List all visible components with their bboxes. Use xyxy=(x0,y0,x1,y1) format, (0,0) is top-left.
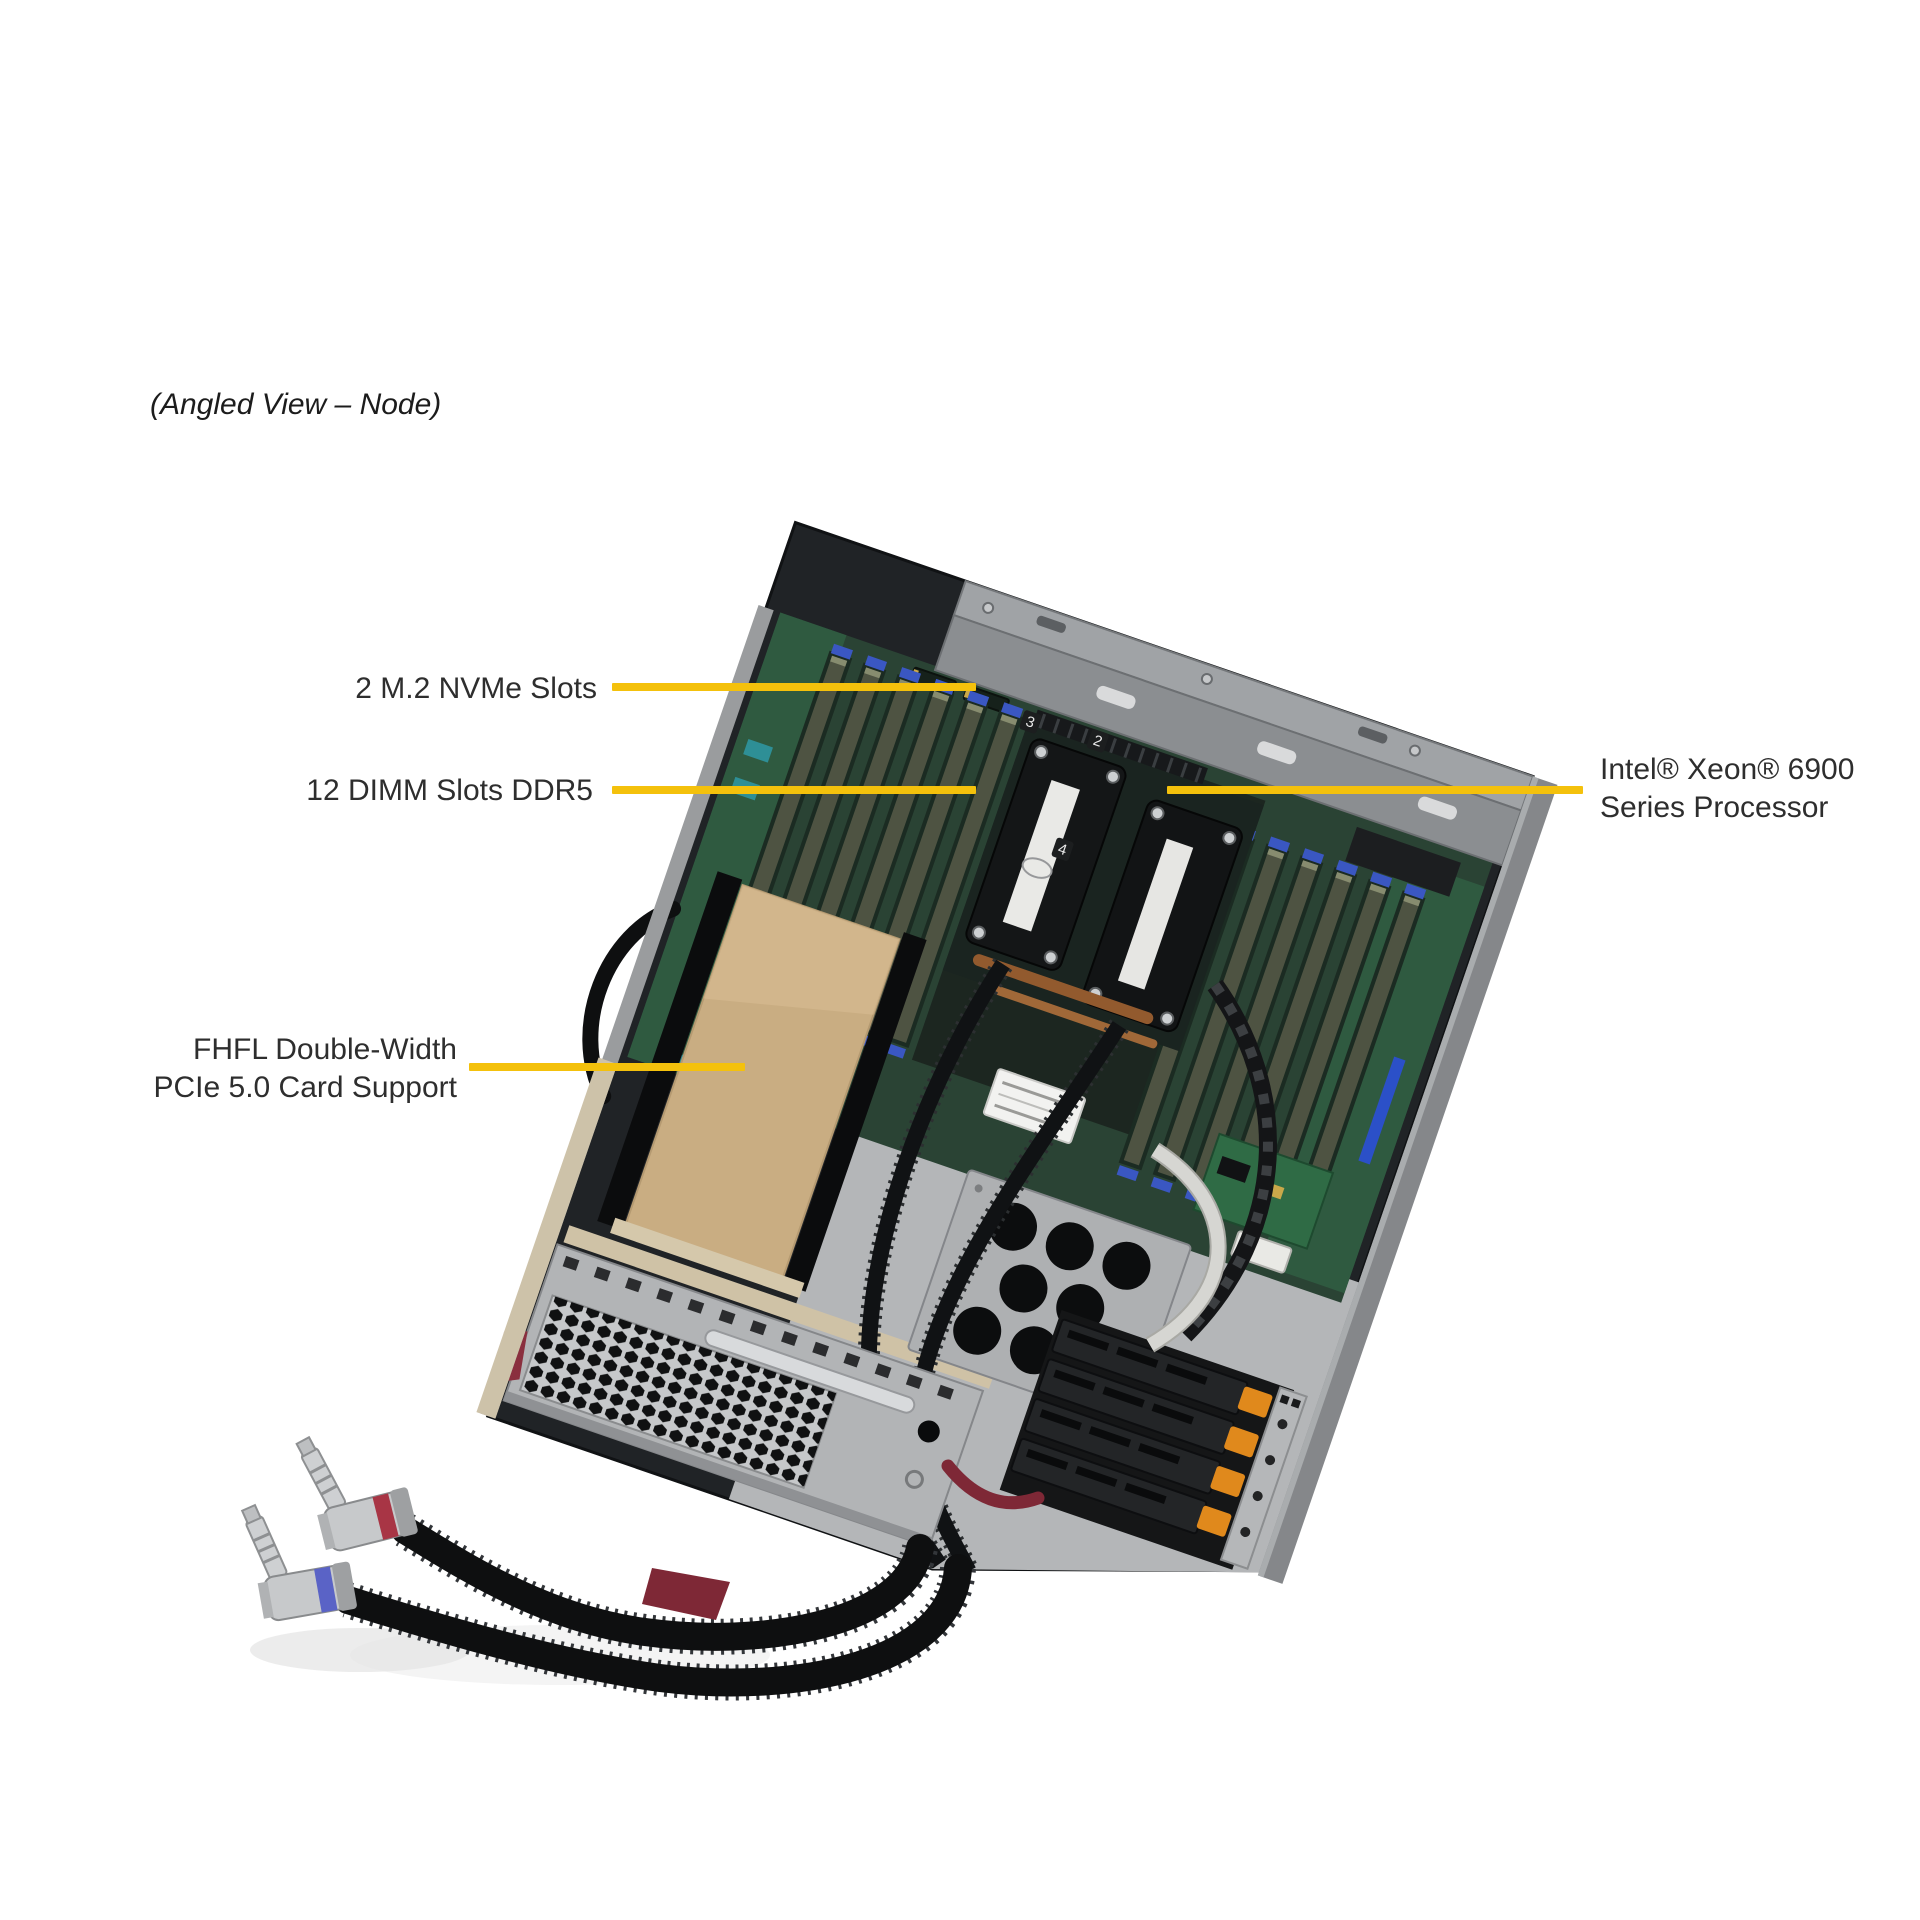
front-rail-tan xyxy=(563,1225,995,1389)
callout-line-dimm xyxy=(612,786,976,794)
server-node: 3 2 4 xyxy=(476,520,1558,1584)
callout-line-pcie xyxy=(469,1063,745,1071)
callout-label-pcie-line1: FHFL Double-Width xyxy=(193,1033,457,1066)
side-rail-right xyxy=(1257,776,1558,1584)
fitting-barb xyxy=(295,1435,347,1512)
fitting-barb xyxy=(240,1503,288,1581)
dimm-bank-right xyxy=(1116,824,1427,1240)
corner-bracket xyxy=(1219,1386,1308,1570)
coolant-fitting-blue xyxy=(240,1503,357,1622)
chassis-rear-wall xyxy=(933,579,1535,867)
intel-logo-badge xyxy=(1021,857,1053,879)
drive-latch xyxy=(1196,1505,1232,1537)
release-lever-front xyxy=(642,1568,730,1620)
callout-label-m2: 2 M.2 NVMe Slots xyxy=(355,672,597,705)
panel-handle xyxy=(704,1329,916,1414)
coolant-fitting-red xyxy=(295,1435,418,1552)
callout-line-m2 xyxy=(612,683,976,691)
panel-button xyxy=(917,1420,940,1443)
wall-cutout xyxy=(1257,741,1297,765)
drive-tray xyxy=(1051,1318,1273,1418)
wall-cutout xyxy=(1096,685,1136,709)
callout-label-pcie: FHFL Double-Width PCIe 5.0 Card Support xyxy=(153,1031,457,1107)
figure-title: (Angled View – Node) xyxy=(150,388,442,421)
dimm-module xyxy=(1150,836,1291,1193)
drive-tray xyxy=(1010,1437,1232,1537)
screw-head xyxy=(1408,744,1421,757)
plate-screws xyxy=(971,745,1237,1026)
braided-cables xyxy=(1145,979,1277,1353)
callout-label-cpu: Intel® Xeon® 6900 Series Processor xyxy=(1600,751,1854,827)
pcie-card-assembly xyxy=(597,871,927,1298)
card-guide-rail xyxy=(782,932,927,1292)
drive-tray xyxy=(1037,1358,1259,1458)
release-handle-right xyxy=(941,1459,1045,1510)
drive-latch xyxy=(1210,1466,1246,1497)
card-guide-rail xyxy=(597,871,743,1230)
heat-pipe xyxy=(972,954,1154,1025)
cpu-label-sticker xyxy=(1002,779,1080,932)
drive-latch xyxy=(1224,1426,1259,1458)
drive-bays xyxy=(999,1310,1308,1570)
fitting-red-band xyxy=(372,1493,399,1540)
drive-latch xyxy=(1237,1386,1273,1418)
callout-label-pcie-line2: PCIe 5.0 Card Support xyxy=(153,1071,457,1104)
cpu-label-sticker xyxy=(1117,838,1194,990)
panel-vent-squares xyxy=(562,1255,954,1400)
board-slot-blue xyxy=(1358,1056,1406,1165)
cpu-socket-numbers: 3 2 4 xyxy=(1019,710,1109,861)
drive-tray xyxy=(1024,1398,1246,1497)
coolant-hoses xyxy=(334,1514,976,1701)
coolant-hose-b xyxy=(334,1554,972,1697)
front-panel xyxy=(492,1243,985,1549)
wall-cutout xyxy=(1417,796,1458,820)
board-connector-teal xyxy=(743,739,773,763)
coolant-hose-a xyxy=(391,1516,934,1651)
screw-head xyxy=(982,601,995,614)
screw-head xyxy=(1200,673,1213,686)
honeycomb-vent xyxy=(518,1294,838,1490)
callout-label-cpu-line2: Series Processor xyxy=(1600,791,1829,824)
callout-line-cpu xyxy=(1167,786,1583,794)
dimm-module xyxy=(883,702,1024,1059)
side-rail-tan xyxy=(476,1057,618,1419)
lock-icon xyxy=(904,1469,924,1489)
fitting-blue-band xyxy=(314,1566,338,1613)
callout-label-dimm: 12 DIMM Slots DDR5 xyxy=(306,774,593,807)
callout-label-cpu-line1: Intel® Xeon® 6900 xyxy=(1600,753,1855,786)
